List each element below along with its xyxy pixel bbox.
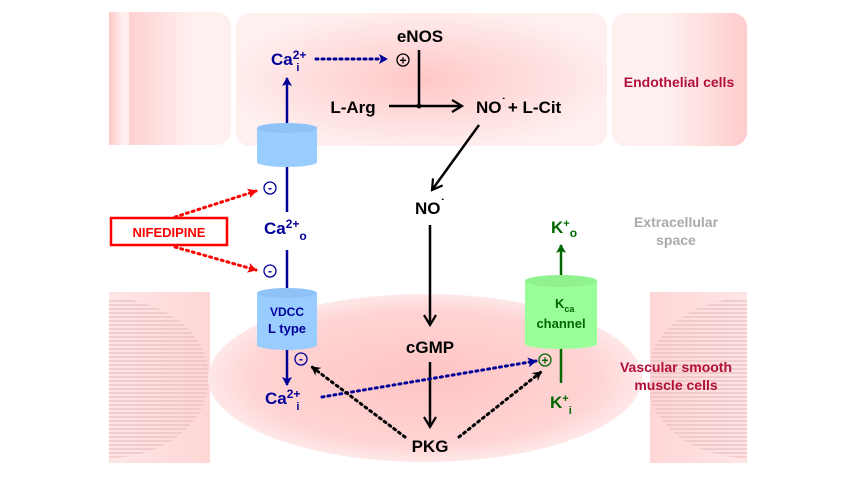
svg-text:+: + (541, 354, 548, 368)
nifedipine-inhibits-endothelial-channel-arrow (173, 188, 258, 219)
nifedipine-inhibits-vdcc-arrow (173, 245, 258, 273)
svg-text:-: - (268, 181, 272, 195)
smooth-muscle-cell-left-stripes (109, 298, 209, 458)
endothelial-layer (109, 12, 747, 146)
l-arg-label: L-Arg (330, 98, 375, 117)
endothelial-channel-minus-sign: - (263, 181, 277, 195)
kca-label-line2: channel (536, 316, 585, 331)
pkg-activates-kca-dotted-arrow (457, 370, 543, 439)
vdcc-label-line1: VDCC (270, 305, 304, 319)
svg-text:+: + (399, 54, 406, 68)
ca-extracellular-label: Ca2+o (264, 217, 307, 243)
kca-plus-sign: + (538, 353, 552, 368)
no-diffusion-arrow (430, 124, 481, 192)
vdcc-minus-sign: - (263, 264, 277, 278)
vdcc-l-type-channel: VDCC L type (257, 288, 317, 350)
nifedipine-box: NIFEDIPINE (109, 216, 229, 247)
endothelial-cells-label: Endothelial cells (624, 74, 735, 90)
pkg-label: PKG (412, 437, 449, 456)
kca-channel: Kca channel (525, 275, 597, 349)
extracellular-space-label-line1: Extracellular (634, 214, 719, 230)
ca-intracellular-endothelial-label: Ca2+i (271, 48, 306, 74)
svg-text:-: - (268, 264, 272, 278)
endothelial-cell-right (612, 13, 747, 146)
k-extracellular-label: K+o (551, 218, 577, 240)
ca-activates-kca-dotted-arrow (320, 357, 538, 399)
cgmp-label: cGMP (406, 338, 454, 357)
vdcc-pkg-minus-sign: - (294, 352, 308, 366)
vascular-smooth-muscle-label-line1: Vascular smooth (620, 359, 732, 375)
nifedipine-label: NIFEDIPINE (133, 225, 206, 240)
vdcc-label-line2: L type (268, 321, 306, 336)
vascular-smooth-muscle-label-line2: muscle cells (634, 377, 717, 393)
enos-label: eNOS (397, 27, 443, 46)
ca-intracellular-smooth-muscle-label: Ca2+i (265, 387, 300, 413)
svg-text:-: - (299, 352, 303, 366)
endothelial-cell-left (109, 12, 231, 145)
pkg-inhibits-vdcc-dotted-arrow (310, 365, 407, 439)
extracellular-space-label-line2: space (656, 232, 696, 248)
endothelial-calcium-channel (257, 123, 317, 167)
no-extracellular-label: NO˙ (415, 196, 445, 218)
kca-label-line1: Kca (555, 296, 575, 314)
endothelial-cell-center (236, 13, 607, 146)
enos-plus-sign: + (396, 53, 410, 68)
smooth-muscle-cell-right-stripes (650, 298, 747, 458)
no-product-label: NO˙+ L-Cit (476, 95, 562, 117)
k-intracellular-label: K+i (550, 393, 572, 417)
